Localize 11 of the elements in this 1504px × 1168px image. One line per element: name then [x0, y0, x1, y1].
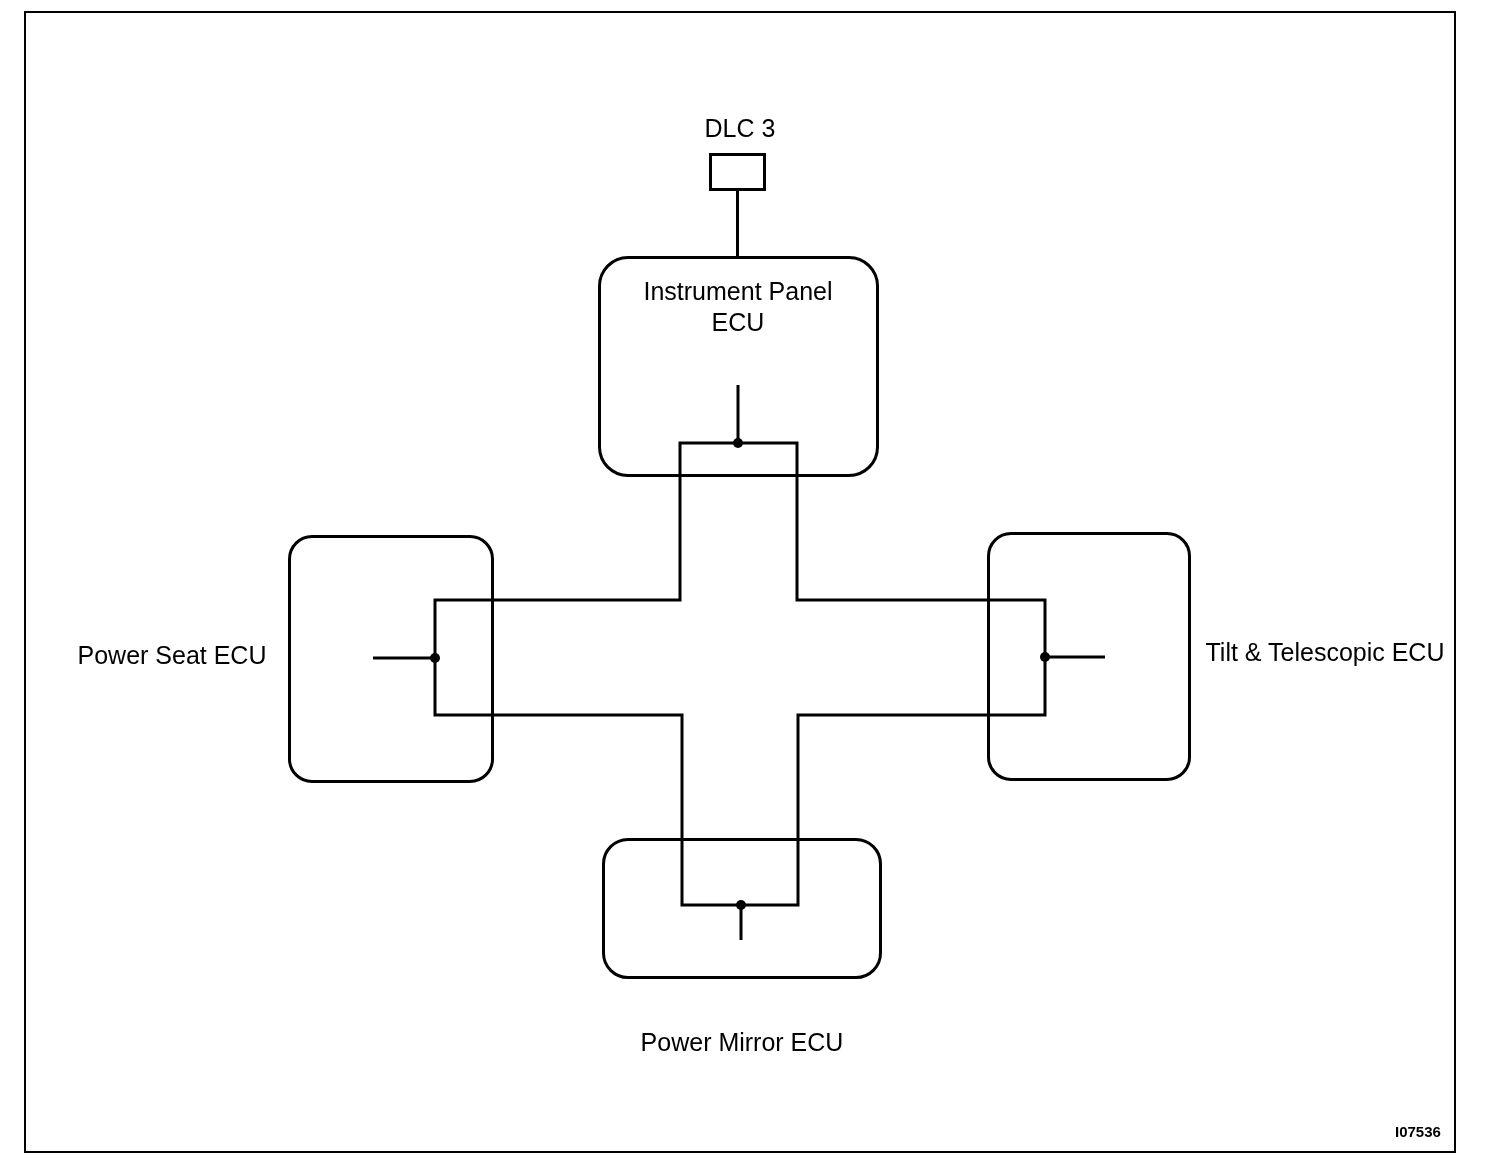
component-label: Tilt & Telescopic ECU — [1204, 637, 1446, 668]
bus-wire — [796, 713, 987, 838]
component-label: Power Seat ECU — [76, 640, 268, 671]
bus-wire — [494, 477, 682, 602]
bus-wire — [736, 191, 739, 256]
component-label: Instrument Panel ECU — [642, 276, 834, 338]
figure-number: I07536 — [1395, 1122, 1441, 1142]
bus-wire — [795, 477, 987, 602]
bus-wire — [494, 713, 684, 838]
component-label: Power Mirror ECU — [639, 1027, 845, 1058]
component-label: DLC 3 — [703, 113, 777, 144]
